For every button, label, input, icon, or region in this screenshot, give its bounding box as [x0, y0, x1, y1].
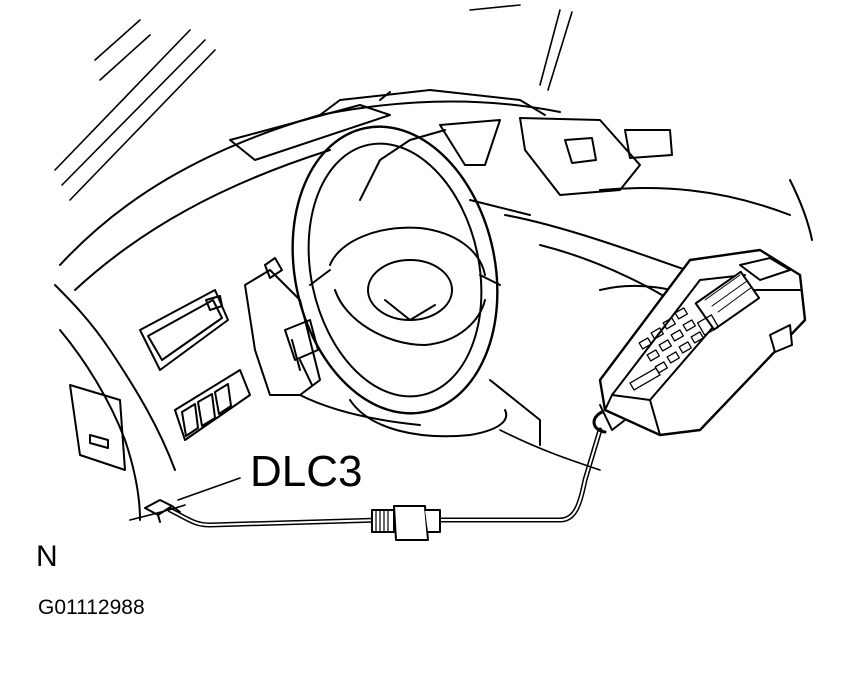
dlc3-connector-icon: [145, 500, 180, 522]
orientation-mark: N: [36, 540, 58, 573]
connector-icon: [372, 506, 440, 540]
hand-held-tester-icon: [594, 250, 805, 435]
switch-panel: [175, 370, 250, 440]
glove-box-panel: [70, 385, 125, 470]
keypad-grid: [630, 308, 718, 390]
dlc3-label: DLC3: [250, 447, 363, 496]
floor-lines: [130, 430, 600, 520]
steering-column: [245, 258, 540, 445]
left-air-vent: [140, 290, 228, 370]
windshield-lines: [55, 5, 572, 200]
cable-icon: [170, 430, 600, 525]
figure-id: G01112988: [38, 596, 145, 619]
callout-leader-line: [178, 478, 240, 500]
steering-wheel-icon: [267, 107, 523, 432]
